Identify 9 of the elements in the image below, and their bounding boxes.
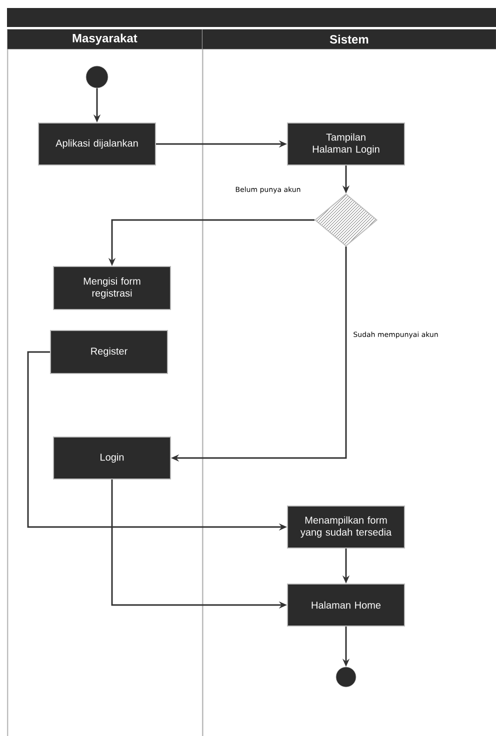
- activity-box: Login: [53, 436, 171, 480]
- activity-box: Mengisi form registrasi: [53, 266, 171, 310]
- end-node: [336, 666, 356, 688]
- activity-box: Menampilkan form yang sudah tersedia: [287, 506, 405, 548]
- activity-box: Aplikasi dijalankan: [38, 122, 156, 166]
- activity-box: Halaman Home: [287, 584, 405, 626]
- activity-box: Tampilan Halaman Login: [287, 122, 405, 166]
- start-node: [86, 66, 108, 88]
- activity-box: Register: [50, 330, 168, 374]
